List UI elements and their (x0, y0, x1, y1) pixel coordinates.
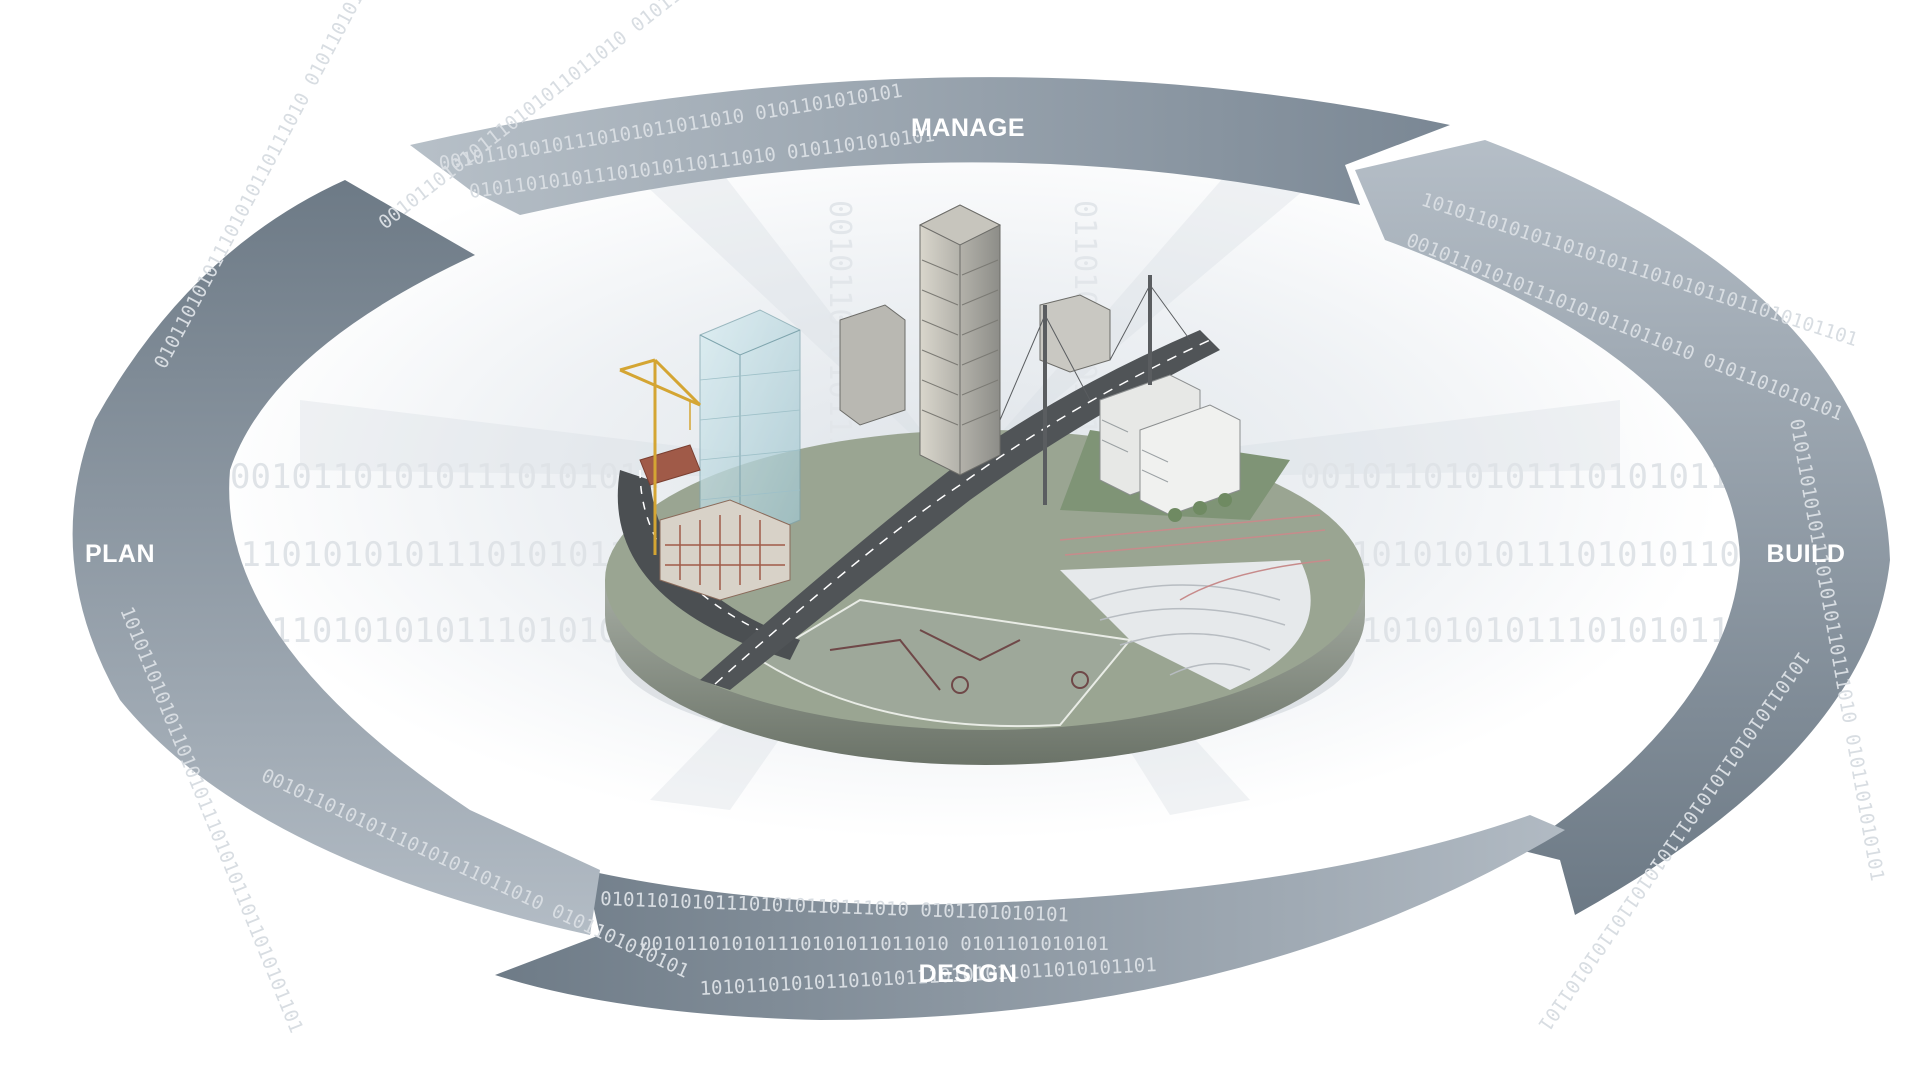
binary-bg-right-3: 101101010101110101011 (1300, 611, 1730, 651)
highway-icon (700, 330, 1220, 690)
blueprint-quadrant (758, 598, 1132, 728)
apartment-blocks (1099, 374, 1241, 522)
label-manage: MANAGE (911, 114, 1025, 142)
office-building-right (1039, 294, 1111, 373)
rail-tracks (1059, 514, 1331, 601)
label-build: BUILD (1767, 540, 1846, 568)
binary-bg-left-2: 011010101011101010110 (220, 535, 650, 575)
binary-bg-left-1: 001011010101110101011 (230, 457, 660, 497)
label-design: DESIGN (919, 960, 1018, 988)
office-building-left (839, 304, 906, 426)
city-platform-illustration (605, 204, 1365, 765)
binary-bg-right-2: 011010101011101010110 (1310, 535, 1740, 575)
binary-design-2: 001011010101110101011011010 010110101010… (640, 933, 1109, 955)
crane-icon (619, 358, 702, 555)
arrow-segment-design: 010110101011101010110111010 010110101010… (495, 815, 1565, 1020)
bridge-pylons (999, 275, 1191, 505)
label-plan: PLAN (85, 540, 155, 568)
skyscraper-icon (918, 204, 1002, 476)
binary-bg-right-1: 001011010101110101011 (1300, 457, 1730, 497)
binary-bg-left-3: 101101010101110101011 (230, 611, 660, 651)
